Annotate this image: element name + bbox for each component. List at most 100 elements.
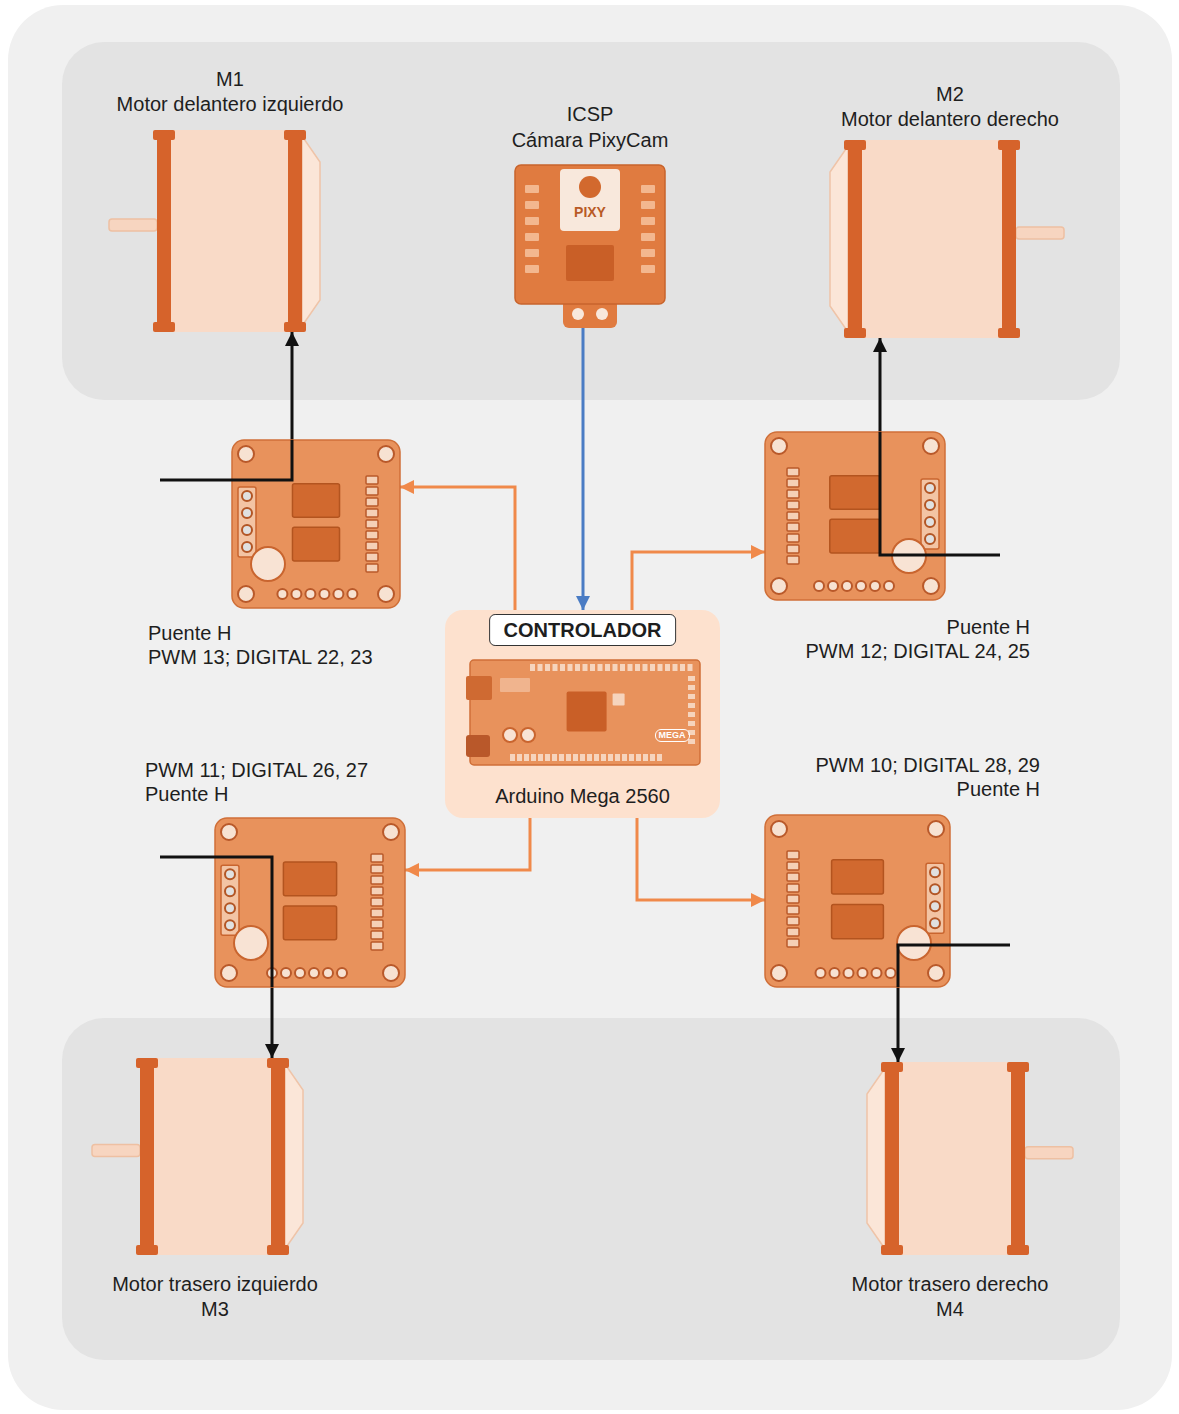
header-pin	[688, 721, 695, 726]
terminal-screw	[225, 869, 235, 879]
pad	[281, 968, 291, 978]
header-pin	[650, 664, 655, 671]
pin-header	[787, 512, 799, 520]
node-label: M3	[201, 1297, 229, 1321]
node-label: Motor delantero derecho	[841, 107, 1059, 131]
pad	[291, 589, 301, 599]
pin-header	[787, 917, 799, 925]
pad	[884, 581, 894, 591]
controller-title: CONTROLADOR	[489, 614, 677, 646]
terminal-screw	[242, 508, 252, 518]
terminal-screw	[925, 534, 935, 544]
connector-arrow	[291, 332, 294, 440]
microcontroller	[567, 692, 607, 732]
header-pin	[598, 664, 603, 671]
chip	[292, 527, 339, 561]
mount-hole	[383, 824, 399, 840]
chip	[283, 906, 336, 940]
mount-hole	[221, 965, 237, 981]
header-pin	[538, 664, 543, 671]
pad	[305, 589, 315, 599]
power-wire	[160, 440, 292, 480]
front-band	[62, 42, 1120, 400]
board	[470, 660, 700, 765]
pin-header	[371, 920, 383, 928]
capacitor	[521, 728, 535, 742]
component	[500, 678, 530, 692]
pin-header	[371, 876, 383, 884]
mount-hole	[771, 821, 787, 837]
pin-header	[371, 942, 383, 950]
header-pin	[688, 739, 695, 744]
motor-cap	[885, 1062, 899, 1255]
component	[525, 185, 539, 193]
h-bridge-node: PWM 11; DIGITAL 26, 27Puente H	[140, 755, 405, 987]
pad	[319, 589, 329, 599]
motor-shaft	[1016, 227, 1064, 239]
pin-header	[366, 509, 378, 517]
capacitor	[234, 926, 268, 960]
node-label: Motor delantero izquierdo	[117, 92, 344, 116]
chip	[566, 245, 614, 281]
h-bridge-board	[765, 432, 945, 600]
motor-body	[848, 140, 1016, 338]
component	[641, 249, 655, 257]
terminal-screw	[930, 901, 940, 911]
header-pin	[680, 664, 685, 671]
connector-arrow	[632, 552, 765, 610]
header-pin	[688, 712, 695, 717]
header-pin	[553, 664, 558, 671]
mount-hole	[771, 965, 787, 981]
header-pin	[559, 754, 564, 761]
motor-cap	[267, 1245, 289, 1255]
pin-header	[787, 862, 799, 870]
header-pin	[538, 754, 543, 761]
h-bridge-board	[765, 815, 950, 987]
header-pin	[605, 664, 610, 671]
header-pin	[545, 664, 550, 671]
header-pin	[587, 754, 592, 761]
header-pin	[629, 754, 634, 761]
lens-holder	[560, 169, 620, 231]
motor-cap	[136, 1058, 158, 1068]
motor-cap	[1007, 1245, 1029, 1255]
header-pin	[688, 685, 695, 690]
header-pin	[510, 754, 515, 761]
chip	[292, 484, 339, 518]
header-pin	[573, 754, 578, 761]
pin-header	[371, 898, 383, 906]
motor-cap	[848, 140, 862, 338]
node-label: ICSP	[567, 102, 614, 126]
motor-cap	[153, 130, 175, 140]
terminal-screw	[242, 542, 252, 552]
motor-cap	[153, 322, 175, 332]
board	[515, 165, 665, 304]
node-label: M1	[216, 67, 244, 91]
pad	[814, 581, 824, 591]
node-label: Cámara PixyCam	[512, 128, 669, 152]
pin-header	[787, 928, 799, 936]
mount-hole	[596, 308, 608, 320]
node-label: Motor trasero derecho	[852, 1272, 1049, 1296]
motor-cap	[1002, 140, 1016, 338]
mount-hole	[771, 438, 787, 454]
motor-face	[830, 146, 848, 332]
capacitor	[251, 547, 285, 581]
header-pin	[590, 664, 595, 671]
mount-hole	[238, 586, 254, 602]
chip	[832, 904, 884, 938]
terminal-block	[238, 487, 256, 557]
motor-cap	[1007, 1062, 1029, 1072]
pad	[886, 968, 896, 978]
pad	[337, 968, 347, 978]
mount-hole	[238, 446, 254, 462]
terminal-screw	[930, 918, 940, 928]
pin-header	[366, 487, 378, 495]
motor-cap	[998, 140, 1020, 150]
pin-header	[787, 556, 799, 564]
header-pin	[643, 754, 648, 761]
usb-port	[466, 676, 492, 700]
capacitor	[897, 926, 931, 960]
component	[525, 217, 539, 225]
header-pin	[566, 754, 571, 761]
